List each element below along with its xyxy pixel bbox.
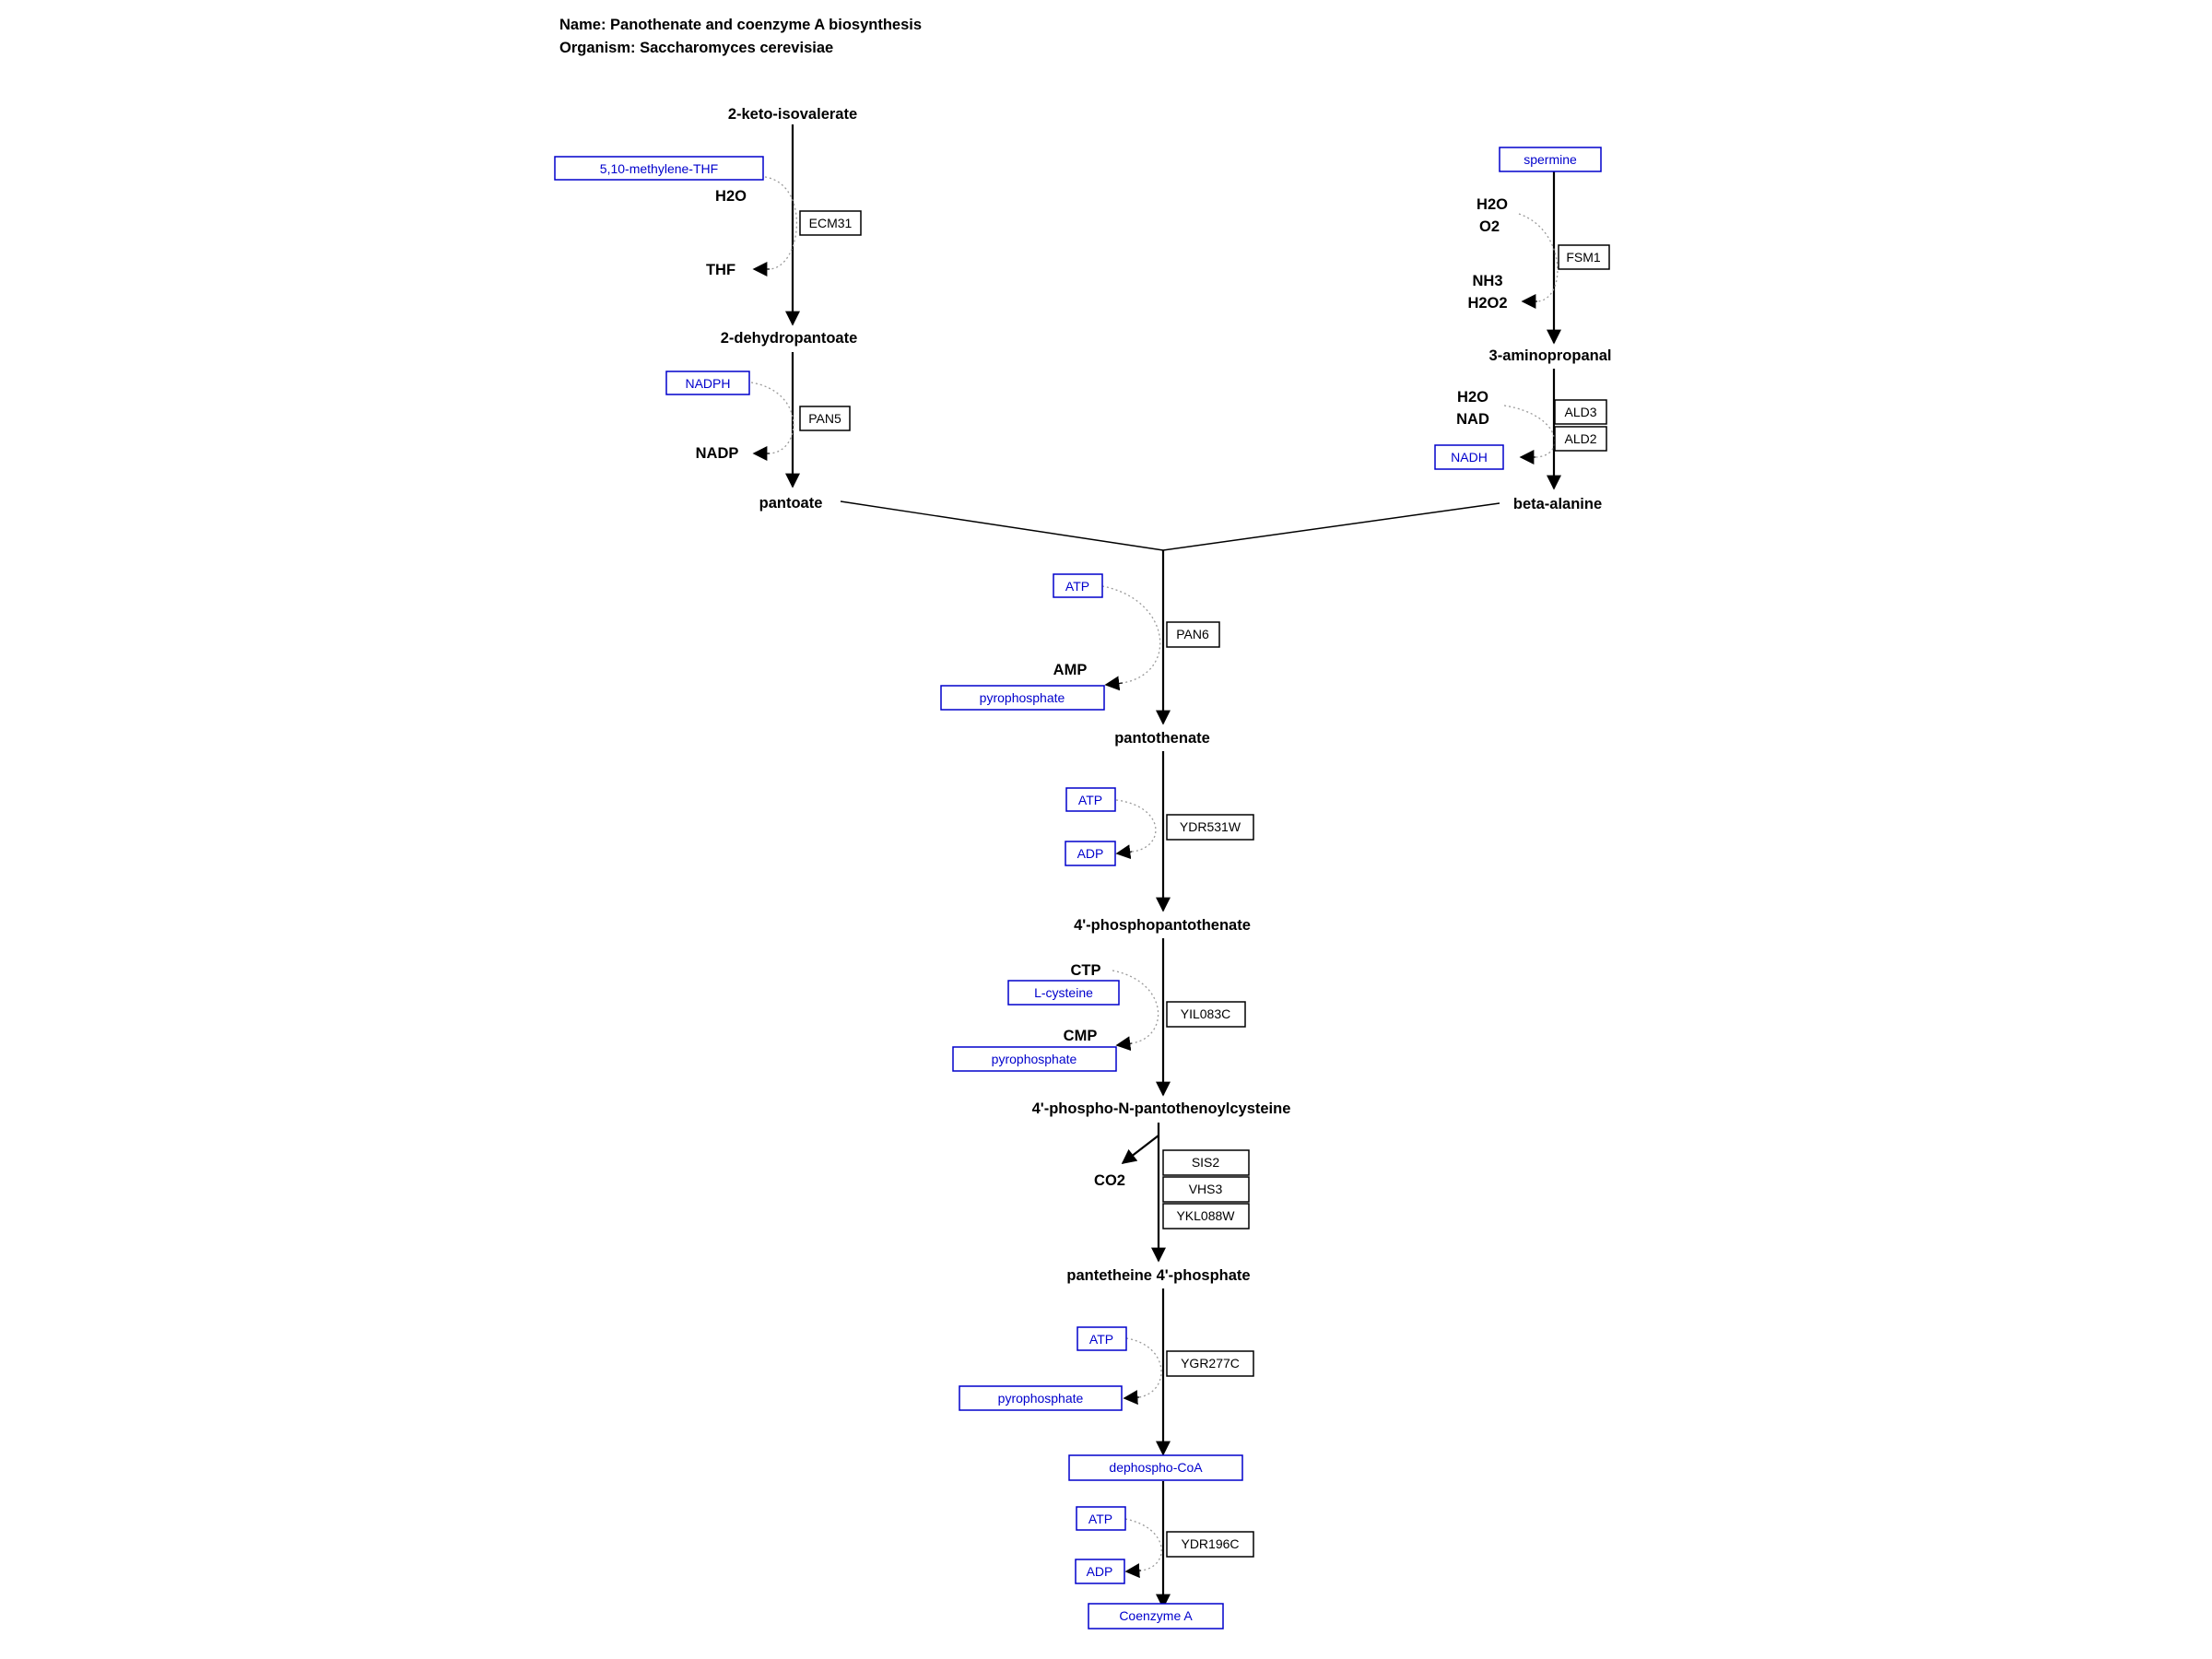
gene-vhs3[interactable]: VHS3 — [1162, 1176, 1250, 1203]
compound-atp-4[interactable]: ATP — [1076, 1506, 1126, 1531]
svg-text:ALD2: ALD2 — [1564, 431, 1596, 446]
arrowhead-pyrophosphate-3 — [1123, 1390, 1140, 1406]
svg-text:pyrophosphate: pyrophosphate — [992, 1052, 1077, 1066]
metabolite-amp: AMP — [1053, 662, 1088, 678]
gene-fsm1[interactable]: FSM1 — [1558, 244, 1610, 270]
svg-text:YDR196C: YDR196C — [1181, 1536, 1239, 1551]
reaction-arrow-co2 — [1121, 1135, 1159, 1164]
metabolite-beta-alanine: beta-alanine — [1513, 496, 1602, 512]
side-curve-adp-2 — [1124, 1518, 1162, 1571]
metabolite-4-phospho-n-pantothenoylcysteine: 4'-phospho-N-pantothenoylcysteine — [1032, 1100, 1291, 1117]
compound-atp-2[interactable]: ATP — [1065, 787, 1116, 812]
gene-ydr531w[interactable]: YDR531W — [1166, 814, 1254, 841]
metabolite-o2: O2 — [1479, 218, 1500, 235]
metabolite-3-aminopropanal: 3-aminopropanal — [1489, 347, 1612, 364]
svg-text:ATP: ATP — [1078, 793, 1102, 807]
svg-text:YIL083C: YIL083C — [1181, 1006, 1230, 1021]
metabolite-h2o-1: H2O — [715, 188, 747, 205]
svg-text:ECM31: ECM31 — [809, 216, 853, 230]
metabolite-pantetheine-4-phosphate: pantetheine 4'-phosphate — [1066, 1267, 1250, 1284]
pathway-organism: Organism: Saccharomyces cerevisiae — [559, 40, 833, 56]
metabolite-cmp: CMP — [1064, 1028, 1098, 1044]
gene-yil083c[interactable]: YIL083C — [1166, 1001, 1246, 1028]
svg-text:L-cysteine: L-cysteine — [1034, 985, 1093, 1000]
svg-text:5,10-methylene-THF: 5,10-methylene-THF — [600, 161, 718, 176]
side-curve-nadp — [750, 382, 794, 454]
svg-text:ADP: ADP — [1087, 1564, 1113, 1579]
metabolite-h2o-3: H2O — [1457, 389, 1488, 406]
svg-text:PAN6: PAN6 — [1176, 627, 1209, 641]
metabolite-pantoate: pantoate — [759, 495, 823, 512]
svg-text:YGR277C: YGR277C — [1181, 1356, 1240, 1371]
metabolite-pantothenate: pantothenate — [1114, 730, 1210, 747]
metabolite-nh3: NH3 — [1472, 273, 1502, 289]
side-curve-nadh — [1503, 405, 1556, 458]
compound-atp-1[interactable]: ATP — [1053, 573, 1103, 598]
svg-text:NADPH: NADPH — [685, 376, 730, 391]
compound-pyrophosphate-3[interactable]: pyrophosphate — [959, 1385, 1123, 1411]
metabolite-2-keto-isovalerate: 2-keto-isovalerate — [728, 106, 857, 123]
arrowhead-pyrophosphate-1 — [1104, 676, 1124, 691]
metabolite-thf: THF — [706, 262, 735, 278]
compound-l-cysteine[interactable]: L-cysteine — [1007, 980, 1120, 1006]
metabolite-ctp: CTP — [1071, 962, 1101, 979]
side-curve-pyrophosphate-3 — [1125, 1337, 1162, 1398]
compound-dephospho-coa[interactable]: dephospho-CoA — [1068, 1454, 1243, 1481]
pathway-name: Name: Panothenate and coenzyme A biosynt… — [559, 17, 922, 33]
svg-text:SIS2: SIS2 — [1192, 1155, 1220, 1170]
compound-nadph[interactable]: NADPH — [665, 371, 750, 395]
gene-ykl088w[interactable]: YKL088W — [1162, 1203, 1250, 1230]
svg-text:NADH: NADH — [1451, 450, 1488, 465]
svg-text:ALD3: ALD3 — [1564, 405, 1596, 419]
compound-atp-3[interactable]: ATP — [1077, 1326, 1127, 1351]
svg-text:pyrophosphate: pyrophosphate — [980, 690, 1065, 705]
join-line-beta-alanine — [1162, 502, 1500, 551]
gene-ydr196c[interactable]: YDR196C — [1166, 1531, 1254, 1558]
svg-text:VHS3: VHS3 — [1189, 1182, 1223, 1196]
gene-ald3[interactable]: ALD3 — [1554, 399, 1607, 425]
gene-sis2[interactable]: SIS2 — [1162, 1149, 1250, 1176]
compound-pyrophosphate-2[interactable]: pyrophosphate — [952, 1046, 1117, 1072]
compound-pyrophosphate-1[interactable]: pyrophosphate — [940, 685, 1105, 711]
compound-spermine[interactable]: spermine — [1499, 147, 1602, 172]
svg-text:spermine: spermine — [1524, 152, 1577, 167]
join-line-pantoate — [840, 500, 1164, 551]
compound-adp-2[interactable]: ADP — [1075, 1559, 1125, 1584]
svg-text:PAN5: PAN5 — [808, 411, 841, 426]
svg-text:YDR531W: YDR531W — [1180, 819, 1241, 834]
gene-ygr277c[interactable]: YGR277C — [1166, 1350, 1254, 1377]
metabolite-co2: CO2 — [1094, 1172, 1125, 1189]
compound-coenzyme-a[interactable]: Coenzyme A — [1088, 1603, 1224, 1630]
side-curve-nh3 — [1518, 213, 1559, 302]
gene-ald2[interactable]: ALD2 — [1554, 426, 1607, 452]
svg-text:FSM1: FSM1 — [1566, 250, 1601, 265]
arrowhead-cmp — [1115, 1036, 1133, 1052]
side-curve-thf — [764, 176, 798, 270]
compound-nadh[interactable]: NADH — [1434, 444, 1504, 470]
gene-pan5[interactable]: PAN5 — [799, 406, 851, 431]
svg-text:ATP: ATP — [1088, 1512, 1112, 1526]
svg-text:pyrophosphate: pyrophosphate — [998, 1391, 1084, 1406]
metabolite-h2o-2: H2O — [1477, 196, 1508, 213]
svg-text:dephospho-CoA: dephospho-CoA — [1109, 1460, 1203, 1475]
side-curve-adp-1 — [1115, 799, 1157, 853]
svg-text:Coenzyme A: Coenzyme A — [1119, 1608, 1193, 1623]
metabolite-h2o2: H2O2 — [1467, 295, 1507, 312]
metabolite-2-dehydropantoate: 2-dehydropantoate — [721, 330, 858, 347]
gene-pan6[interactable]: PAN6 — [1166, 621, 1220, 648]
compound-adp-1[interactable]: ADP — [1065, 841, 1116, 866]
metabolite-nad: NAD — [1456, 411, 1489, 428]
side-curve-pyrophosphate-1 — [1101, 585, 1161, 684]
svg-text:ADP: ADP — [1077, 846, 1104, 861]
metabolite-nadp: NADP — [696, 445, 739, 462]
svg-text:ATP: ATP — [1065, 579, 1089, 594]
arrowhead-adp-1 — [1115, 844, 1133, 860]
compound-5-10-methylene-thf[interactable]: 5,10-methylene-THF — [554, 156, 764, 181]
gene-ecm31[interactable]: ECM31 — [799, 210, 862, 236]
svg-text:YKL088W: YKL088W — [1176, 1208, 1235, 1223]
svg-text:ATP: ATP — [1089, 1332, 1113, 1347]
metabolite-4-phosphopantothenate: 4'-phosphopantothenate — [1074, 917, 1251, 934]
